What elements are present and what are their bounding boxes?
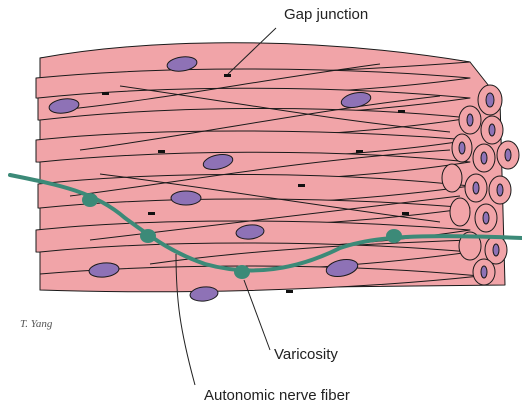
- nerve-fiber-label: Autonomic nerve fiber: [204, 387, 350, 404]
- gap-junction: [356, 150, 363, 153]
- nucleus-cross-section: [489, 124, 495, 136]
- gap-junction: [298, 184, 305, 187]
- gap-junction: [398, 110, 405, 113]
- nucleus-cross-section: [497, 184, 503, 196]
- gap-junction: [402, 212, 409, 215]
- cell-cross-section: [442, 164, 462, 192]
- nucleus-cross-section: [483, 212, 489, 224]
- cell-cross-section: [450, 198, 470, 226]
- nucleus-cross-section: [467, 114, 473, 126]
- gap-junction: [102, 92, 109, 95]
- artist-signature: T. Yang: [20, 318, 52, 330]
- nucleus-cross-section: [486, 93, 494, 107]
- nucleus-cross-section: [481, 152, 487, 164]
- gap-junction-label: Gap junction: [284, 6, 368, 23]
- varicosity: [234, 265, 250, 279]
- gap-junction: [224, 74, 231, 77]
- nucleus-cross-section: [473, 182, 479, 194]
- nucleus-cross-section: [459, 142, 465, 154]
- nucleus-cross-section: [493, 244, 499, 256]
- varicosity: [386, 229, 402, 243]
- varicosity: [82, 193, 98, 207]
- gap-junction: [158, 150, 165, 153]
- varicosity-label: Varicosity: [274, 346, 338, 363]
- gap-junction: [286, 290, 293, 293]
- gap-junction: [148, 212, 155, 215]
- nucleus-cross-section: [481, 266, 487, 278]
- nucleus-cross-section: [505, 149, 511, 161]
- varicosity: [140, 229, 156, 243]
- nucleus: [171, 191, 201, 205]
